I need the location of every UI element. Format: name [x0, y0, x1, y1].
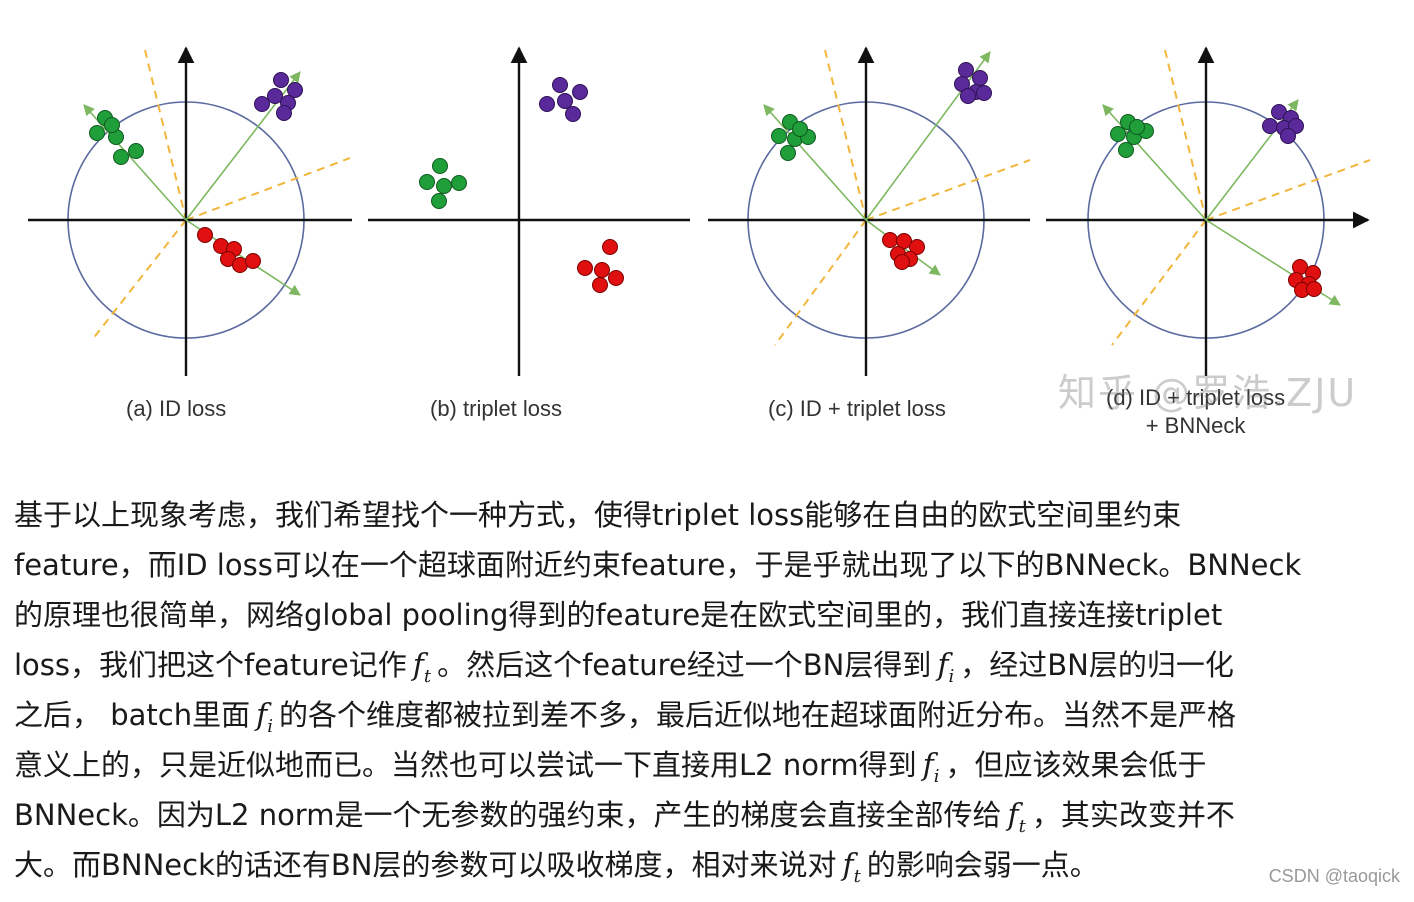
panel-c-boundary: [824, 49, 867, 221]
panel-a-boundary: [144, 49, 187, 221]
article-text-run: 。然后这个feature经过一个BN层得到: [437, 648, 932, 682]
article-text-run: 意义上的，只是近似地而已。当然也可以尝试一下直接用L2 norm得到: [14, 748, 917, 782]
panel-a-boundary: [185, 157, 351, 221]
math-symbol: fi: [922, 748, 940, 787]
article-text-run: BNNeck。因为L2 norm是一个无参数的强约束，产生的梯度会直接全部传给: [14, 798, 1002, 832]
panel-c-arrow-purple: [865, 51, 991, 221]
panel-d-arrow-green: [1102, 104, 1207, 221]
panel-a-caption: (a) ID loss: [126, 396, 227, 421]
panel-d: [1046, 46, 1371, 376]
panel-d-boundary: [1111, 219, 1207, 346]
math-symbol: fi: [937, 648, 955, 687]
article-line: 基于以上现象考虑，我们希望找个一种方式，使得triplet loss能够在自由的…: [14, 490, 1404, 540]
article-line: 的原理也很简单，网络global pooling得到的feature是在欧式空间…: [14, 590, 1404, 640]
panel-d-red-cluster: [1288, 259, 1322, 298]
panel-c-caption: (c) ID + triplet loss: [768, 396, 946, 421]
panel-a-boundary: [91, 219, 187, 341]
panel-b: [368, 46, 690, 376]
panel-c-green-cluster: [771, 114, 816, 161]
panel-b-red-cluster: [577, 239, 624, 293]
panel-a-purple-cluster: [254, 72, 303, 121]
article-text-run: 之后， batch里面: [14, 698, 251, 732]
article-line: feature，而ID loss可以在一个超球面附近约束feature，于是乎就…: [14, 540, 1404, 590]
article-text-run: 的影响会弱一点。: [866, 848, 1099, 882]
math-symbol: fi: [256, 698, 273, 737]
article-text-run: feature，而ID loss可以在一个超球面附近约束feature，于是乎就…: [14, 548, 1302, 582]
panel-a-red-cluster: [197, 227, 261, 273]
math-symbol: ft: [1007, 798, 1026, 837]
panel-c-red-cluster: [882, 232, 925, 270]
panel-d-purple-cluster: [1262, 104, 1304, 144]
panel-c-boundary: [774, 219, 867, 346]
panel-c: [708, 46, 1031, 376]
article-text-run: loss，我们把这个feature记作: [14, 648, 407, 682]
panel-b-caption: (b) triplet loss: [430, 396, 563, 421]
panel-c-boundary: [865, 159, 1031, 221]
panel-d-arrow-purple: [1205, 99, 1299, 221]
article-text: 基于以上现象考虑，我们希望找个一种方式，使得triplet loss能够在自由的…: [14, 490, 1404, 890]
panel-d-caption: (d) ID + triplet loss + BNNeck: [1106, 385, 1286, 438]
panel-d-boundary: [1164, 49, 1207, 221]
article-text-run: ，但应该效果会低于: [945, 748, 1207, 782]
math-symbol: ft: [842, 848, 861, 887]
panel-d-boundary: [1205, 159, 1371, 221]
csdn-watermark: CSDN @taoqick: [1268, 866, 1400, 886]
panel-b-purple-cluster: [539, 77, 588, 122]
article-text-run: 基于以上现象考虑，我们希望找个一种方式，使得triplet loss能够在自由的…: [14, 498, 1182, 532]
article-text-run: 大。而BNNeck的话还有BN层的参数可以吸收梯度，相对来说对: [14, 848, 837, 882]
zhihu-watermark: 知乎 @罗浩.ZJU: [1058, 371, 1358, 415]
panel-a: [28, 46, 352, 376]
panel-d-green-cluster: [1110, 114, 1154, 158]
panel-c-arrow-green: [763, 104, 867, 221]
panel-a-green-cluster: [89, 110, 144, 165]
article-text-run: ，经过BN层的归一化: [960, 648, 1234, 682]
article-text-run: ，其实改变并不: [1031, 798, 1235, 832]
article-text-run: 的各个维度都被拉到差不多，最后近似地在超球面附近分布。当然不是严格: [278, 698, 1236, 732]
math-symbol: ft: [412, 648, 432, 687]
panel-b-green-cluster: [419, 158, 467, 209]
article-text-run: 的原理也很简单，网络global pooling得到的feature是在欧式空间…: [14, 598, 1223, 632]
loss-comparison-figure: [28, 46, 1371, 376]
panel-c-purple-cluster: [954, 62, 992, 104]
